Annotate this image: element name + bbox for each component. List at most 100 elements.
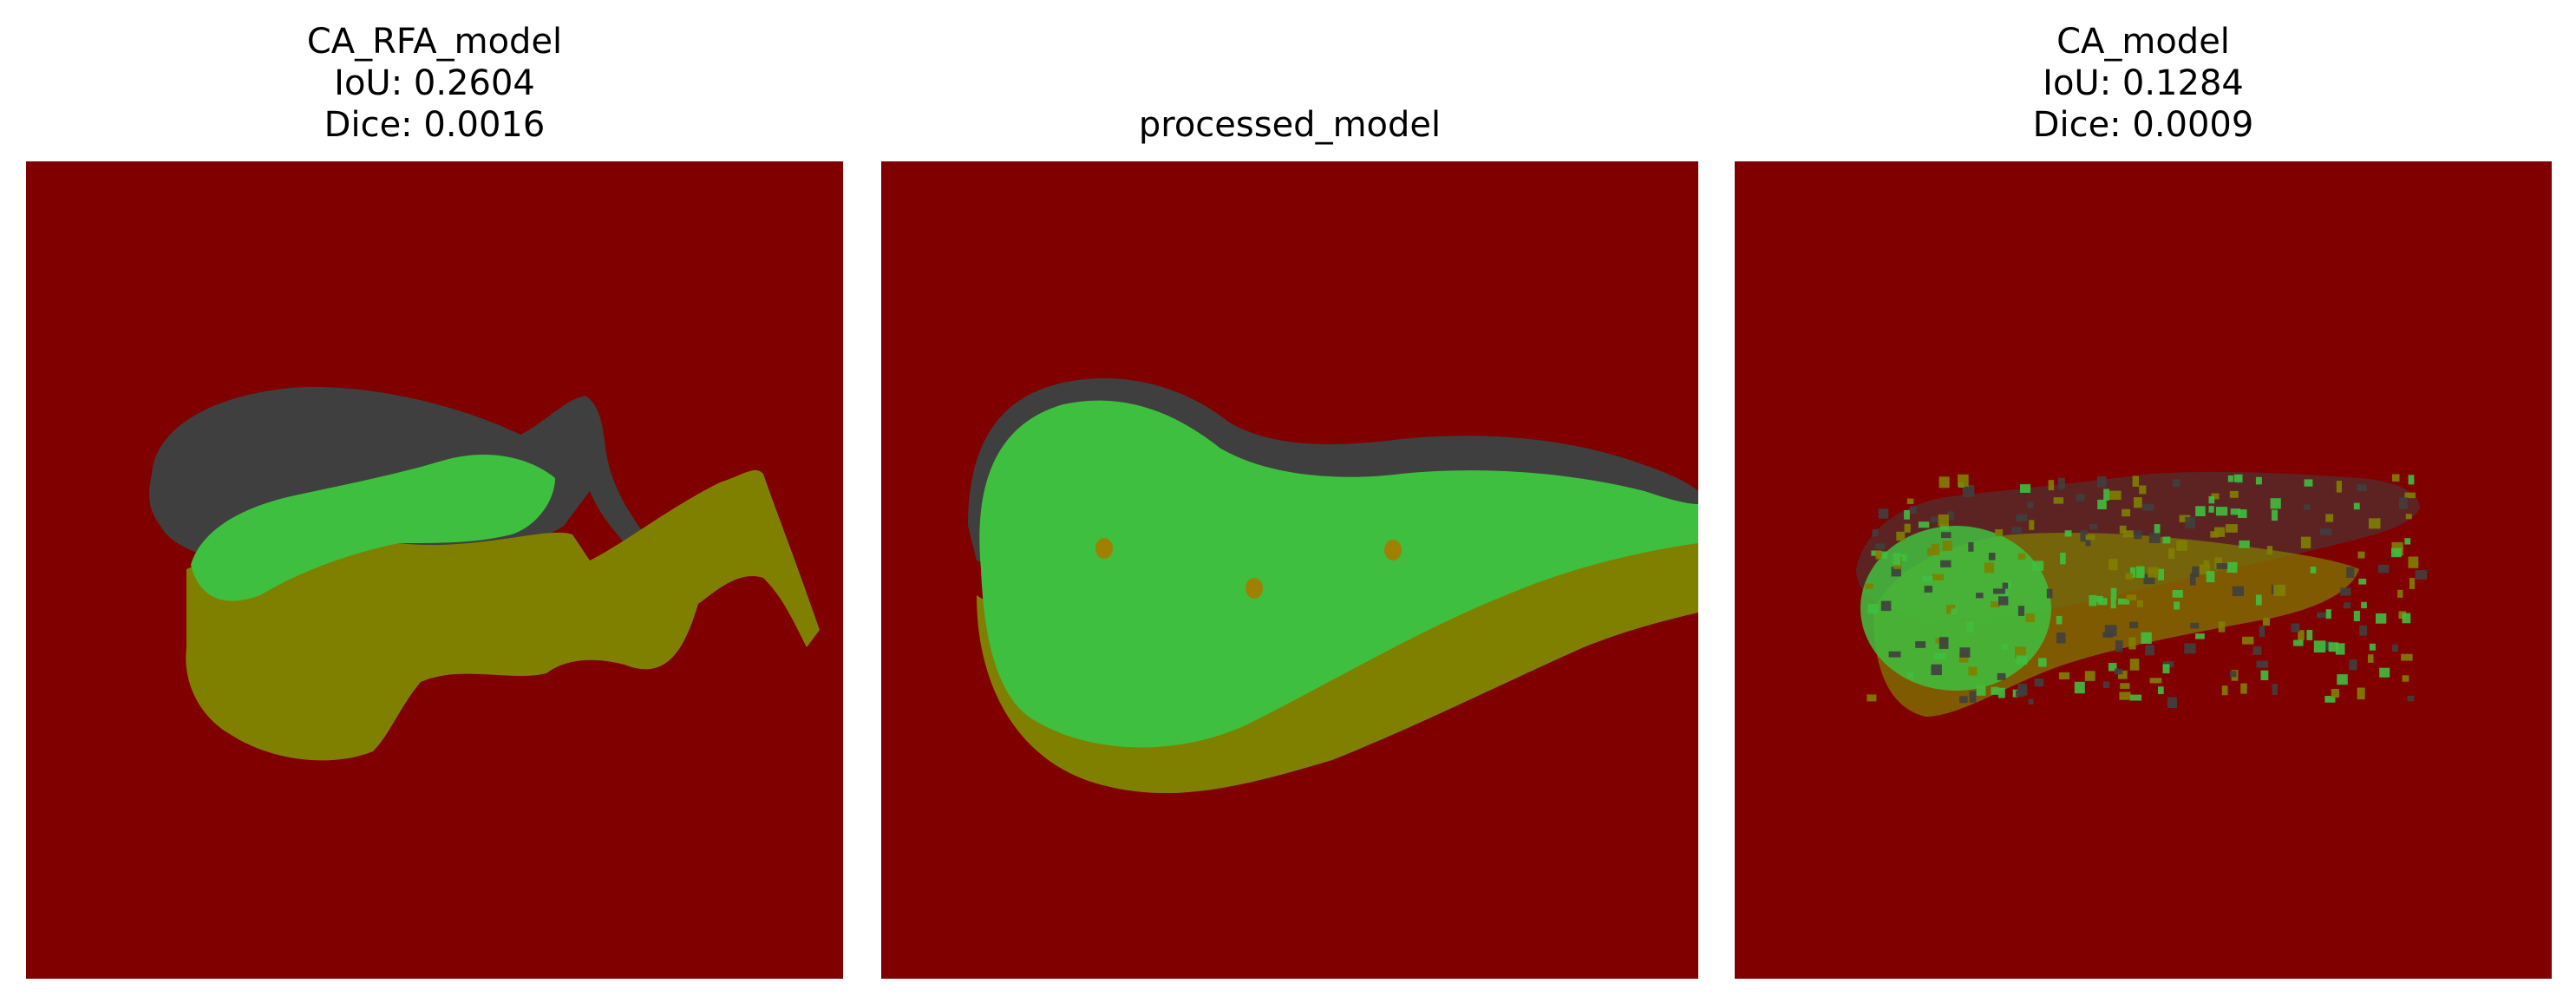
noise-speckle bbox=[2415, 570, 2428, 580]
noise-speckle bbox=[2361, 601, 2367, 609]
noise-speckle bbox=[1939, 637, 1949, 649]
noise-speckle bbox=[1872, 528, 1879, 537]
noise-speckle bbox=[1931, 664, 1942, 676]
panel-2-title: processed_model bbox=[1138, 105, 1442, 145]
noise-speckle bbox=[1900, 554, 1907, 561]
noise-speckle bbox=[2206, 571, 2215, 583]
noise-speckle bbox=[2195, 506, 2206, 516]
noise-speckle bbox=[2325, 514, 2334, 522]
noise-speckle bbox=[1918, 521, 1930, 528]
noise-speckle bbox=[2148, 533, 2161, 543]
noise-speckle bbox=[2404, 538, 2411, 545]
noise-speckle bbox=[2323, 641, 2332, 651]
noise-speckle bbox=[2142, 503, 2154, 511]
noise-speckle bbox=[2139, 485, 2147, 495]
noise-speckle bbox=[2259, 626, 2265, 638]
noise-speckle bbox=[2233, 474, 2243, 482]
noise-speckle bbox=[2017, 683, 2028, 696]
noise-speckle bbox=[2148, 567, 2159, 578]
noise-speckle bbox=[1968, 666, 1978, 676]
noise-speckle bbox=[1969, 691, 1977, 703]
noise-speckle bbox=[2037, 658, 2047, 667]
noise-speckle bbox=[2057, 477, 2065, 489]
noise-speckle bbox=[2405, 514, 2412, 520]
noise-speckle bbox=[1906, 498, 1914, 504]
noise-speckle bbox=[1904, 510, 1910, 520]
noise-speckle bbox=[2346, 567, 2355, 578]
noise-speckle bbox=[2119, 692, 2131, 700]
noise-speckle bbox=[2216, 563, 2228, 569]
noise-speckle bbox=[2313, 640, 2326, 652]
noise-speckle bbox=[2096, 476, 2107, 488]
noise-speckle bbox=[1930, 516, 1939, 522]
noise-speckle bbox=[2016, 514, 2028, 522]
noise-speckle bbox=[2005, 580, 2011, 590]
noise-speckle bbox=[1915, 641, 1926, 648]
noise-speckle bbox=[2162, 536, 2171, 544]
noise-speckle bbox=[2125, 573, 2134, 580]
noise-speckle bbox=[2129, 659, 2140, 671]
noise-speckle bbox=[2012, 689, 2018, 698]
noise-speckle bbox=[2089, 524, 2098, 530]
noise-speckle bbox=[2185, 516, 2195, 529]
noise-speckle bbox=[2176, 540, 2187, 551]
noise-speckle bbox=[2122, 530, 2134, 538]
noise-speckle bbox=[2221, 685, 2228, 696]
noise-speckle bbox=[2122, 508, 2131, 517]
noise-speckle bbox=[1958, 474, 1969, 487]
noise-speckle bbox=[2145, 645, 2154, 656]
noise-speckle bbox=[2102, 681, 2110, 688]
noise-speckle bbox=[2089, 594, 2097, 606]
noise-speckle bbox=[2192, 566, 2200, 578]
noise-speckle bbox=[2211, 493, 2220, 500]
noise-speckle bbox=[2129, 694, 2142, 701]
noise-speckle bbox=[2016, 655, 2028, 665]
noise-speckle bbox=[2270, 498, 2281, 509]
noise-speckle bbox=[2195, 633, 2205, 639]
panel-1-segmentation-image bbox=[26, 161, 843, 979]
noise-speckle bbox=[2149, 678, 2162, 684]
noise-speckle bbox=[2239, 540, 2250, 548]
noise-speckle bbox=[2034, 678, 2044, 687]
noise-speckle bbox=[2240, 683, 2247, 694]
noise-speckle bbox=[2002, 644, 2008, 650]
noise-speckle bbox=[2129, 567, 2135, 578]
noise-speckle bbox=[2304, 504, 2311, 510]
noise-speckle bbox=[2368, 654, 2374, 663]
noise-speckle bbox=[1878, 508, 1889, 519]
panel-3-iou: IoU: 0.1284 bbox=[2043, 63, 2244, 103]
noise-speckle bbox=[2102, 632, 2114, 638]
noise-speckle bbox=[2172, 479, 2180, 488]
noise-speckle bbox=[2011, 527, 2022, 534]
noise-speckle bbox=[2115, 640, 2123, 652]
noise-speckle bbox=[1951, 608, 1958, 614]
panel-1-title: CA_RFA_model bbox=[306, 22, 563, 62]
noise-speckle bbox=[2272, 684, 2278, 695]
noise-speckle bbox=[2017, 606, 2024, 616]
noise-speckle bbox=[2028, 698, 2034, 705]
noise-speckle bbox=[2300, 536, 2311, 548]
panel-3-segmentation-image bbox=[1735, 161, 2552, 979]
noise-speckle bbox=[2336, 481, 2342, 493]
noise-speckle bbox=[2357, 484, 2367, 491]
noise-speckle bbox=[2214, 527, 2226, 537]
noise-speckle bbox=[1927, 547, 1933, 556]
noise-speckle bbox=[2402, 613, 2411, 624]
noise-speckle bbox=[1988, 553, 1996, 560]
noise-speckle bbox=[2184, 643, 2196, 654]
noise-speckle bbox=[2226, 524, 2238, 533]
noise-speckle bbox=[2114, 668, 2123, 675]
noise-speckle bbox=[2304, 479, 2313, 487]
noise-speckle bbox=[2172, 590, 2183, 598]
noise-speckle bbox=[2337, 674, 2348, 685]
noise-speckle bbox=[2141, 632, 2152, 644]
noise-speckle bbox=[2097, 499, 2107, 509]
noise-speckle bbox=[2218, 621, 2226, 633]
noise-speckle bbox=[2203, 560, 2210, 567]
noise-speckle bbox=[2134, 530, 2142, 540]
noise-speckle bbox=[2128, 637, 2136, 650]
noise-speckle bbox=[2118, 598, 2130, 605]
noise-speckle bbox=[2002, 582, 2009, 589]
noise-speckle bbox=[1958, 653, 1969, 663]
noise-speckle bbox=[2215, 507, 2228, 516]
